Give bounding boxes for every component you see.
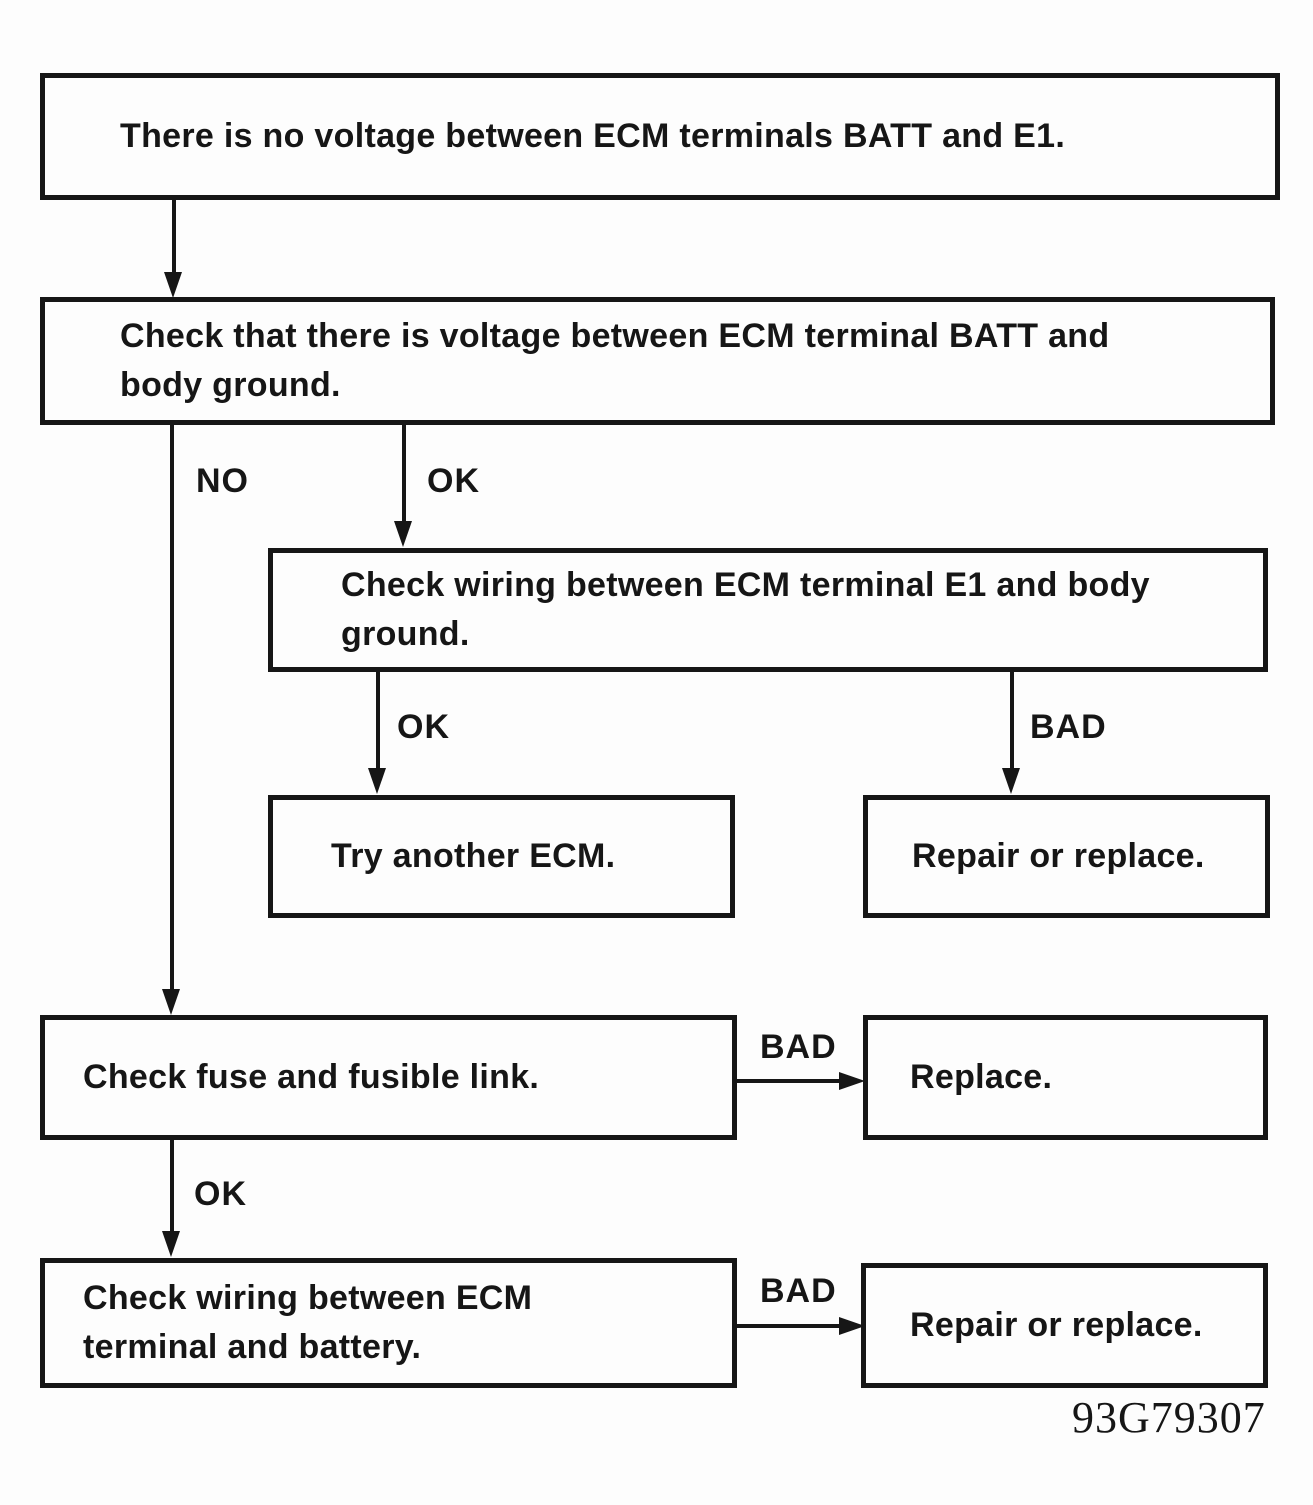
node-no-voltage-batt-e1: There is no voltage between ECM terminal… xyxy=(40,73,1280,200)
connector-start-to-check-batt xyxy=(172,200,176,274)
node-replace-text: Replace. xyxy=(910,1058,1053,1097)
arrowhead-fuse-bad-icon xyxy=(839,1072,865,1090)
node-check-batt-voltage-text: Check that there is voltage between ECM … xyxy=(120,317,1110,404)
node-check-wiring-battery: Check wiring between ECM terminal and ba… xyxy=(40,1258,737,1388)
edge-label-bad-e1: BAD xyxy=(1030,708,1107,746)
arrowhead-battery-bad-icon xyxy=(839,1317,865,1335)
node-try-another-ecm: Try another ECM. xyxy=(268,795,735,918)
connector-battery-bad xyxy=(737,1324,839,1328)
node-check-wiring-e1-text: Check wiring between ECM terminal E1 and… xyxy=(341,566,1150,653)
arrowhead-fuse-ok-icon xyxy=(162,1231,180,1257)
node-check-wiring-battery-text: Check wiring between ECM terminal and ba… xyxy=(83,1279,533,1366)
node-check-batt-voltage: Check that there is voltage between ECM … xyxy=(40,297,1275,425)
node-repair-or-replace-top: Repair or replace. xyxy=(863,795,1270,918)
node-repair-or-replace-top-text: Repair or replace. xyxy=(912,837,1205,876)
edge-label-ok-fuse: OK xyxy=(194,1175,247,1213)
edge-label-bad-fuse: BAD xyxy=(760,1028,837,1066)
node-repair-or-replace-bottom: Repair or replace. xyxy=(861,1263,1268,1388)
connector-no-branch xyxy=(170,425,174,991)
arrowhead-start-to-check-batt-icon xyxy=(164,272,182,298)
edge-label-bad-battery: BAD xyxy=(760,1272,837,1310)
figure-code: 93G79307 xyxy=(1072,1393,1266,1442)
node-try-another-ecm-text: Try another ECM. xyxy=(331,837,616,876)
arrowhead-no-branch-icon xyxy=(162,989,180,1015)
connector-ok-branch xyxy=(402,425,406,521)
connector-e1-ok xyxy=(376,672,380,768)
node-no-voltage-batt-e1-text: There is no voltage between ECM terminal… xyxy=(120,117,1066,156)
node-check-fuse-text: Check fuse and fusible link. xyxy=(83,1058,540,1097)
node-check-wiring-e1: Check wiring between ECM terminal E1 and… xyxy=(268,548,1268,672)
arrowhead-e1-ok-icon xyxy=(368,768,386,794)
node-replace: Replace. xyxy=(863,1015,1268,1140)
connector-e1-bad xyxy=(1010,672,1014,768)
edge-label-ok-e1: OK xyxy=(397,708,450,746)
edge-label-ok-batt: OK xyxy=(427,462,480,500)
edge-label-no: NO xyxy=(196,462,249,500)
arrowhead-e1-bad-icon xyxy=(1002,768,1020,794)
connector-fuse-bad xyxy=(737,1079,839,1083)
connector-fuse-ok xyxy=(170,1140,174,1232)
node-check-fuse: Check fuse and fusible link. xyxy=(40,1015,737,1140)
node-repair-or-replace-bottom-text: Repair or replace. xyxy=(910,1306,1203,1345)
arrowhead-ok-branch-icon xyxy=(394,521,412,547)
